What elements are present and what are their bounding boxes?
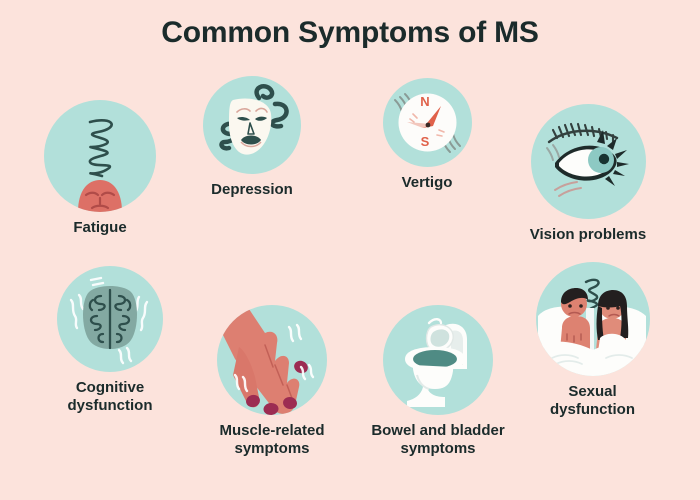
- symptom-item-sexual: Sexual dysfunction: [505, 262, 680, 420]
- muscle-badge: [217, 305, 327, 415]
- tired-face-spiral-icon: [78, 119, 122, 212]
- symptom-item-fatigue: Fatigue: [13, 100, 187, 237]
- compass-north-label: N: [420, 94, 429, 109]
- cognitive-badge: [57, 266, 163, 372]
- spinning-compass-icon: N S: [393, 93, 461, 153]
- symptom-item-vertigo: N S Vertigo: [363, 78, 491, 192]
- brain-icon: [69, 276, 149, 365]
- bowel-badge: [383, 305, 493, 415]
- symptom-item-cognitive: Cognitive dysfunction: [24, 266, 196, 416]
- symptom-label-vision: Vision problems: [529, 226, 647, 243]
- symptom-item-depression: Depression: [184, 76, 320, 199]
- fatigue-badge: [44, 100, 156, 212]
- symptom-label-muscle: Muscle-related symptoms: [219, 422, 325, 458]
- vision-badge: [530, 104, 646, 219]
- depression-badge: [203, 76, 301, 174]
- compass-south-label: S: [420, 134, 429, 149]
- toilet-icon: [405, 318, 467, 407]
- symptom-label-cognitive: Cognitive dysfunction: [67, 379, 153, 415]
- symptom-label-depression: Depression: [211, 181, 293, 198]
- symptom-label-sexual: Sexual dysfunction: [550, 383, 635, 419]
- symptom-label-vertigo: Vertigo: [401, 174, 453, 191]
- trembling-hand-icon: [217, 305, 315, 415]
- symptom-label-fatigue: Fatigue: [73, 219, 127, 236]
- page-title: Common Symptoms of MS: [161, 16, 539, 49]
- sexual-badge: [535, 262, 650, 376]
- symptom-item-muscle: Muscle-related symptoms: [186, 305, 358, 459]
- eye-icon: [545, 122, 629, 197]
- couple-in-bed-icon: [535, 278, 650, 376]
- symptom-label-bowel: Bowel and bladder symptoms: [371, 422, 505, 458]
- sad-theater-mask-icon: [219, 84, 289, 155]
- symptom-item-bowel: Bowel and bladder symptoms: [352, 305, 524, 459]
- vertigo-badge: N S: [382, 78, 472, 167]
- symptom-item-vision: Vision problems: [511, 104, 665, 244]
